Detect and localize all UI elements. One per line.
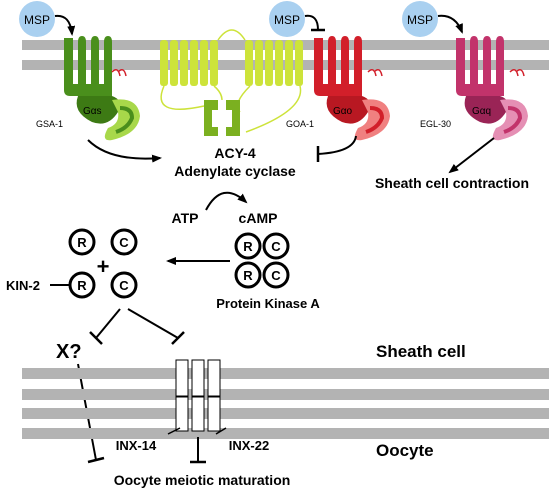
gpcr-pink: Gαq — [456, 36, 528, 141]
egl30-label: EGL-30 — [420, 119, 451, 129]
c-to-x-inhibit — [95, 308, 121, 339]
msp-label-1: MSP — [24, 13, 50, 27]
egl30-to-contraction-arrow — [448, 137, 495, 174]
gpcr-green: Gαs — [64, 36, 140, 141]
gao-label: Gαo — [333, 106, 353, 117]
msp-label-2: MSP — [274, 13, 300, 27]
pka-holoenzyme: R C R C — [234, 232, 290, 289]
atp-to-camp-arrow — [205, 191, 248, 211]
msp-inhibit-2 — [304, 14, 319, 31]
gas-label: Gαs — [83, 106, 102, 117]
pka-r-2: R — [243, 268, 253, 283]
camp-label: cAMP — [239, 210, 278, 226]
sheath-cell-label: Sheath cell — [376, 342, 466, 361]
bottom-membrane — [22, 368, 549, 439]
atp-label: ATP — [172, 210, 199, 226]
oocyte-label: Oocyte — [376, 441, 434, 460]
c-to-x-inhibit-bar — [89, 331, 103, 345]
free-r-1: R — [77, 235, 87, 250]
gsa1-label: GSA-1 — [36, 119, 63, 129]
msp-arrow-3 — [437, 14, 463, 34]
plus-sign: + — [97, 254, 110, 279]
gap-junction — [175, 359, 221, 432]
goa1-inhibit-line — [317, 135, 357, 155]
free-c-2: C — [119, 278, 129, 293]
pka-dissociated: R C R C + — [68, 228, 138, 299]
gpcr-red: Gαo — [314, 36, 390, 141]
free-r-2: R — [77, 278, 87, 293]
acy4-label: ACY-4 — [214, 145, 255, 161]
goa1-label: GOA-1 — [286, 119, 314, 129]
msp-ligand-1: MSP — [19, 1, 55, 37]
msp-label-3: MSP — [407, 13, 433, 27]
acy4-catalytic-domain — [204, 100, 240, 136]
x-unknown-label: X? — [56, 341, 82, 363]
msp-ligand-3: MSP — [402, 1, 438, 37]
gas-to-acy4-arrow — [87, 139, 162, 163]
acy-membrane-domain — [160, 29, 303, 133]
oocyte-maturation-label: Oocyte meiotic maturation — [114, 472, 291, 488]
free-c-1: C — [119, 235, 129, 250]
inx22-pointer — [215, 427, 227, 435]
msp-ligand-2: MSP — [269, 1, 305, 37]
inx22-label: INX-22 — [229, 438, 269, 453]
c-to-inx-inhibit — [127, 308, 179, 339]
inx14-pointer — [167, 427, 181, 435]
gaq-label: Gαq — [472, 106, 491, 117]
x-inhibit-bar — [87, 456, 105, 464]
adenylate-cyclase-label: Adenylate cyclase — [174, 163, 296, 179]
inx14-label: INX-14 — [116, 438, 157, 453]
kin2-label: KIN-2 — [6, 278, 40, 293]
pka-r-1: R — [243, 239, 253, 254]
c-to-inx-inhibit-bar — [171, 331, 185, 345]
sheath-contraction-label: Sheath cell contraction — [375, 175, 529, 191]
msp-arrow-1 — [54, 14, 76, 36]
pka-c-1: C — [271, 239, 281, 254]
pka-label: Protein Kinase A — [216, 296, 320, 311]
pka-c-2: C — [271, 268, 281, 283]
